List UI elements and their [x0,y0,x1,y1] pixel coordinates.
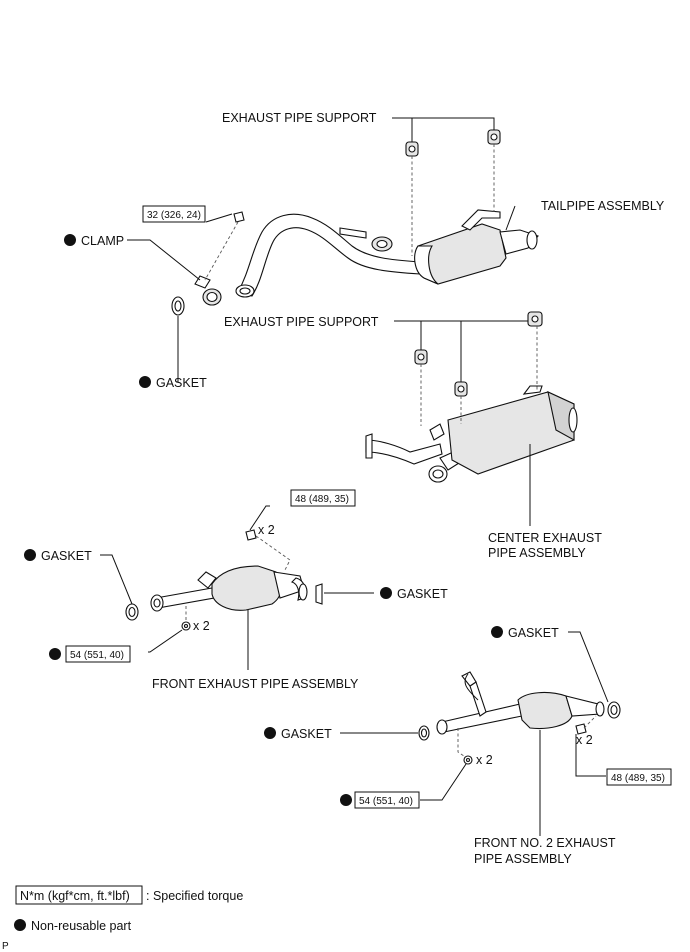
exhaust-pipe-support-center-right [527,311,543,327]
label-exhaust-pipe-support-center: EXHAUST PIPE SUPPORT [224,315,379,329]
front-no2-exhaust-pipe-drawing [436,671,605,735]
torque-box-clamp-bolt [142,205,206,223]
nonreusable-mark-gasket-front-left [24,549,36,561]
label-exhaust-pipe-support-top: EXHAUST PIPE SUPPORT [222,111,377,125]
center-exhaust-pipe-drawing [365,385,578,483]
legend-nonreusable-desc: Non-reusable part [31,919,132,933]
torque-no2-bolt: 48 (489, 35) [611,773,665,784]
label-tailpipe-assembly: TAILPIPE ASSEMBLY [541,199,665,213]
nonreusable-mark-gasket-tailpipe [139,376,151,388]
nonreusable-mark-front-nut [49,648,61,660]
qty-front-bolt: x 2 [258,523,275,537]
gasket-no2-right-drawing [607,701,621,719]
gasket-no2-left-drawing [418,725,430,741]
torque-front-nut: 54 (551, 40) [70,650,124,661]
exhaust-pipe-support-top-left [405,141,419,157]
front-exhaust-pipe-drawing [150,565,308,612]
label-gasket-front-left: GASKET [41,549,92,563]
nonreusable-mark-no2-nut [340,794,352,806]
legend-torque-desc: : Specified torque [146,889,243,903]
footer-letter: P [2,941,9,952]
exhaust-pipe-support-top-right [487,129,501,145]
nonreusable-mark-clamp [64,234,76,246]
gasket-front-left-drawing [125,603,139,621]
torque-no2-nut: 54 (551, 40) [359,796,413,807]
qty-front-nut: x 2 [193,619,210,633]
label-front-no2-line1: FRONT NO. 2 EXHAUST [474,836,616,850]
nonreusable-mark-gasket-no2-right [491,626,503,638]
label-gasket-no2-left: GASKET [281,727,332,741]
label-gasket-tailpipe: GASKET [156,376,207,390]
nonreusable-mark-gasket-front-right [380,587,392,599]
no2-bolt [575,723,587,735]
gasket-tailpipe-drawing [171,296,185,316]
label-center-exhaust-line2: PIPE ASSEMBLY [488,546,586,560]
label-center-exhaust-line1: CENTER EXHAUST [488,531,602,545]
no2-nut [463,755,473,765]
torque-box-no2-nut [354,791,420,809]
legend-torque-unit: N*m (kgf*cm, ft.*lbf) [20,889,130,903]
exhaust-pipe-support-center-left [414,349,428,365]
label-front-exhaust-pipe-assembly: FRONT EXHAUST PIPE ASSEMBLY [152,677,359,691]
label-gasket-no2-right: GASKET [508,626,559,640]
legend-torque-box [15,885,143,905]
torque-box-front-bolt [290,489,356,507]
torque-clamp-bolt: 32 (326, 24) [147,210,201,221]
label-front-no2-line2: PIPE ASSEMBLY [474,852,572,866]
front-nut [181,621,191,631]
exhaust-pipe-support-center-middle [454,381,468,397]
label-gasket-front-right: GASKET [397,587,448,601]
legend-nonreusable-mark [14,919,26,931]
front-bolt [245,529,257,541]
gasket-front-right-drawing [315,583,323,605]
clamp-bolt [233,211,245,223]
clamp-drawing [194,275,222,306]
torque-box-front-nut [65,645,131,663]
torque-box-no2-bolt [606,768,672,786]
nonreusable-mark-gasket-no2-left [264,727,276,739]
qty-no2-bolt: x 2 [576,733,593,747]
qty-no2-nut: x 2 [476,753,493,767]
torque-front-bolt: 48 (489, 35) [295,494,349,505]
tailpipe-assembly-drawing [235,209,539,298]
label-clamp: CLAMP [81,234,124,248]
